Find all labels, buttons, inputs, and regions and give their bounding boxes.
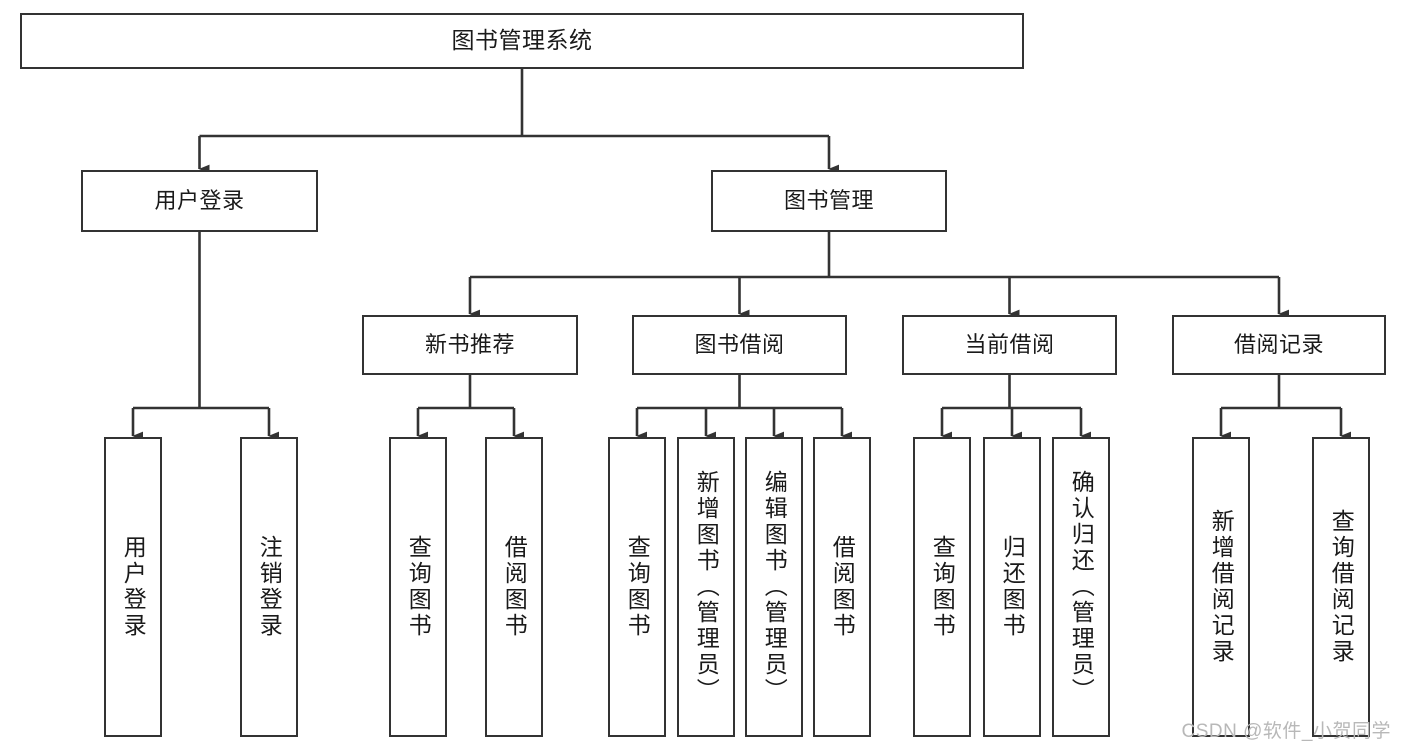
node-label-vertical: 新增图书（管理员）	[693, 470, 720, 704]
node-borrow-record[interactable]: 借阅记录	[1172, 315, 1386, 375]
node-label: 当前借阅	[964, 331, 1055, 357]
node-leaf-query-book-3[interactable]: 查询图书	[913, 437, 971, 737]
node-label: 图书管理系统	[451, 27, 593, 54]
node-leaf-add-book[interactable]: 新增图书（管理员）	[677, 437, 735, 737]
node-label-vertical: 查询图书	[624, 535, 651, 639]
node-leaf-query-book-2[interactable]: 查询图书	[608, 437, 666, 737]
node-new-book-rec[interactable]: 新书推荐	[362, 315, 578, 375]
node-label-vertical: 注销登录	[256, 535, 283, 639]
node-leaf-confirm-return[interactable]: 确认归还（管理员）	[1052, 437, 1110, 737]
node-label: 图书借阅	[694, 331, 785, 357]
node-label: 图书管理	[783, 187, 874, 213]
node-label-vertical: 用户登录	[120, 535, 147, 639]
node-leaf-add-record[interactable]: 新增借阅记录	[1192, 437, 1250, 737]
node-user-login[interactable]: 用户登录	[81, 170, 318, 232]
node-label-vertical: 查询借阅记录	[1328, 509, 1355, 665]
node-current-borrow[interactable]: 当前借阅	[902, 315, 1117, 375]
node-label: 新书推荐	[424, 331, 515, 357]
node-leaf-return-book[interactable]: 归还图书	[983, 437, 1041, 737]
node-leaf-query-book-1[interactable]: 查询图书	[389, 437, 447, 737]
node-leaf-borrow-book-2[interactable]: 借阅图书	[813, 437, 871, 737]
node-label: 用户登录	[154, 187, 245, 213]
node-label-vertical: 查询图书	[405, 535, 432, 639]
node-label-vertical: 确认归还（管理员）	[1068, 470, 1095, 704]
node-leaf-user-logout[interactable]: 注销登录	[240, 437, 298, 737]
node-leaf-borrow-book-1[interactable]: 借阅图书	[485, 437, 543, 737]
node-book-manage[interactable]: 图书管理	[711, 170, 947, 232]
node-label-vertical: 新增借阅记录	[1208, 509, 1235, 665]
node-label-vertical: 借阅图书	[829, 535, 856, 639]
node-leaf-query-record[interactable]: 查询借阅记录	[1312, 437, 1370, 737]
node-label-vertical: 归还图书	[999, 535, 1026, 639]
node-leaf-user-login[interactable]: 用户登录	[104, 437, 162, 737]
node-label-vertical: 借阅图书	[501, 535, 528, 639]
node-label-vertical: 查询图书	[929, 535, 956, 639]
node-book-borrow[interactable]: 图书借阅	[632, 315, 847, 375]
node-label-vertical: 编辑图书（管理员）	[761, 470, 788, 704]
node-leaf-edit-book[interactable]: 编辑图书（管理员）	[745, 437, 803, 737]
node-label: 借阅记录	[1233, 331, 1324, 357]
node-root-system[interactable]: 图书管理系统	[20, 13, 1024, 69]
